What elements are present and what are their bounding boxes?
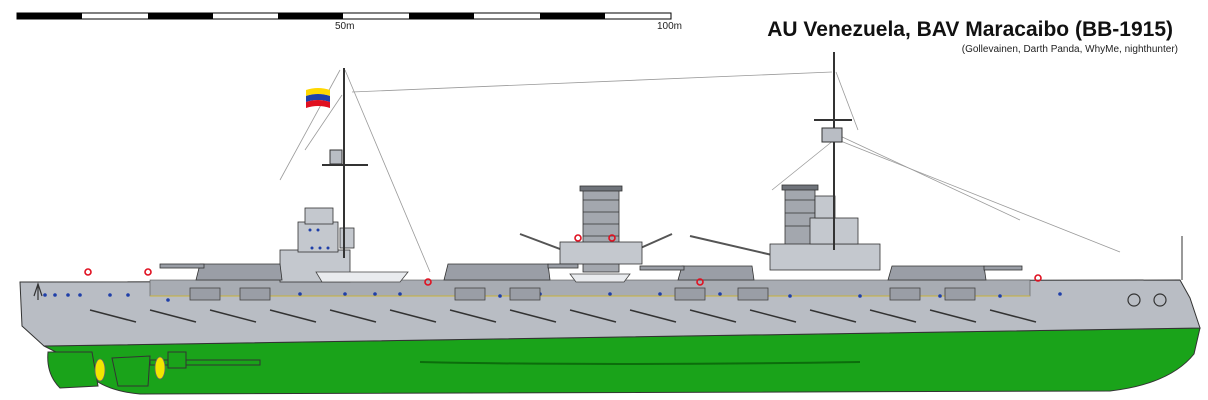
rigging-lines <box>279 69 1121 273</box>
midship-deckhouse <box>559 195 881 271</box>
ship-crest-icon <box>33 282 43 300</box>
propeller-icon <box>94 356 166 382</box>
rear-mast <box>814 52 852 250</box>
stern-gear <box>47 351 261 389</box>
forward-superstructure <box>279 207 355 283</box>
bilge-keel <box>419 361 861 365</box>
drawing-credits: (Gollevainen, Darth Panda, WhyMe, nighth… <box>961 44 1178 55</box>
scale-label-100m: 100m <box>657 21 683 32</box>
main-turrets <box>159 263 1023 281</box>
scale-label-50m: 50m <box>335 21 355 32</box>
forward-mast <box>322 68 368 258</box>
drawing-title: AU Venezuela, BAV Maracaibo (BB-1915) <box>767 18 1173 41</box>
life-rings <box>84 234 1042 286</box>
boat-deck <box>315 271 631 283</box>
scale-bar <box>16 12 672 20</box>
net-booms <box>89 309 1037 323</box>
casemate-guns <box>189 287 976 301</box>
anchor-icon <box>1127 293 1167 307</box>
bridge-windows <box>308 228 330 250</box>
venezuelan-flag-icon <box>306 88 330 108</box>
